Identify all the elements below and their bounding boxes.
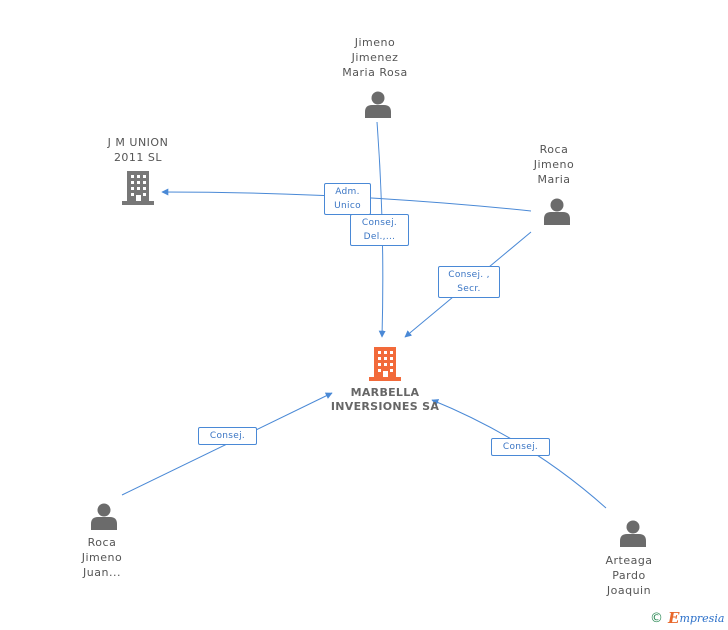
node-label-jimeno-jimenez[interactable]: Jimeno Jimenez Maria Rosa	[342, 36, 408, 79]
footer-brand: © E mpresia	[650, 609, 724, 627]
brand-logo-e: E	[668, 609, 680, 627]
main-company-building-icon[interactable]	[369, 347, 401, 381]
edge-label-consej-secr[interactable]: Consej. , Secr.	[438, 266, 500, 298]
edge-label-consej-del[interactable]: Consej. Del.,...	[350, 214, 409, 246]
person-icon[interactable]	[89, 502, 119, 530]
person-icon[interactable]	[542, 197, 572, 225]
company-building-icon[interactable]	[122, 171, 154, 205]
copyright-symbol: ©	[650, 610, 663, 626]
person-icon[interactable]	[363, 90, 393, 118]
edge-label-consej-arteaga[interactable]: Consej.	[491, 438, 550, 456]
brand-logo-text: mpresia	[679, 611, 725, 625]
edge-label-consej-juan[interactable]: Consej.	[198, 427, 257, 445]
node-label-arteaga-pardo-joaquin[interactable]: Arteaga Pardo Joaquin	[605, 554, 653, 597]
node-label-jmunion[interactable]: J M UNION 2011 SL	[107, 136, 169, 164]
person-icon[interactable]	[618, 519, 648, 547]
node-label-roca-jimeno-maria[interactable]: Roca Jimeno Maria	[533, 143, 575, 186]
node-label-roca-jimeno-juan[interactable]: Roca Jimeno Juan...	[81, 536, 123, 579]
node-label-marbella-inversiones[interactable]: MARBELLA INVERSIONES SA	[330, 386, 440, 413]
edge-label-adm-unico[interactable]: Adm. Unico	[324, 183, 371, 215]
